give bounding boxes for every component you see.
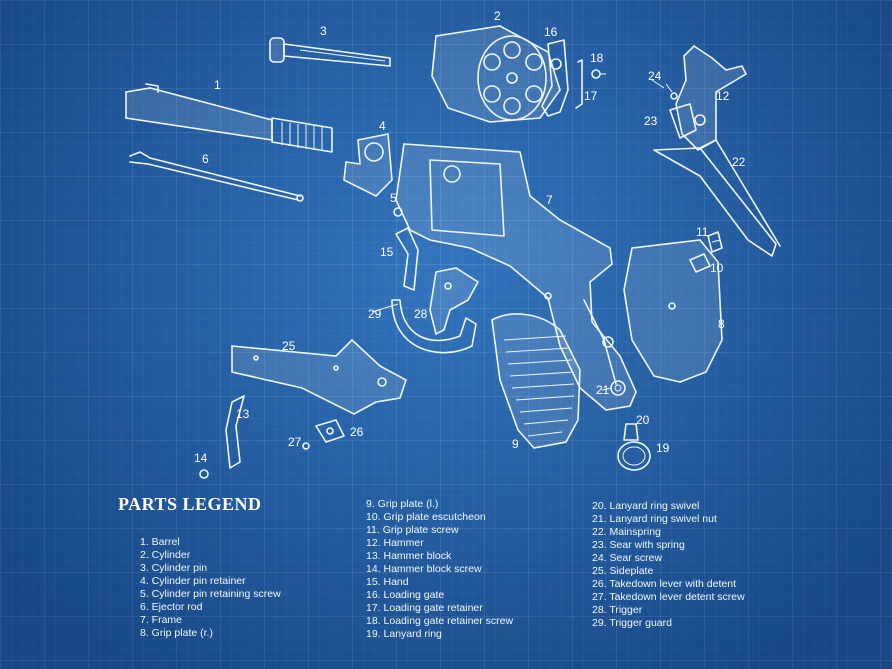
legend-item: 15. Hand: [366, 576, 409, 588]
part-loading-gate-retainer: [575, 59, 583, 109]
legend-item: 28. Trigger: [592, 604, 643, 616]
part-sideplate: [231, 338, 407, 415]
part-takedown-lever: [315, 419, 345, 443]
part-sear-with-spring: [669, 103, 697, 139]
callout-17: 17: [584, 89, 598, 103]
callout-19: 19: [656, 441, 670, 455]
callout-25: 25: [282, 339, 296, 353]
legend-item: 8. Grip plate (r.): [140, 627, 213, 639]
part-grip-plate-screw: [707, 231, 723, 253]
legend-column-2: 9. Grip plate (l.) 10. Grip plate escutc…: [366, 498, 513, 641]
callout-5: 5: [390, 191, 397, 205]
leader-lines: [371, 79, 665, 391]
legend-column-1: 1. Barrel 2. Cylinder 3. Cylinder pin 4.…: [140, 536, 281, 640]
legend-item: 23. Sear with spring: [592, 539, 685, 551]
part-loading-gate: [541, 39, 569, 117]
part-hammer-block: [225, 395, 245, 469]
legend-item: 2. Cylinder: [140, 549, 191, 561]
callout-7: 7: [546, 193, 553, 207]
legend-item: 12. Hammer: [366, 537, 424, 549]
part-loading-gate-retainer-screw: [591, 69, 606, 79]
legend-item: 10. Grip plate escutcheon: [366, 511, 486, 523]
part-grip-plate-escutcheon: [689, 253, 711, 273]
callout-4: 4: [379, 119, 386, 133]
callout-23: 23: [644, 114, 658, 128]
callout-9: 9: [512, 437, 519, 451]
legend-item: 11. Grip plate screw: [366, 524, 459, 536]
callout-10: 10: [710, 261, 724, 275]
legend-item: 5. Cylinder pin retaining screw: [140, 588, 281, 600]
legend-item: 21. Lanyard ring swivel nut: [592, 513, 717, 525]
legend-item: 1. Barrel: [140, 536, 180, 548]
part-cylinder-pin: [269, 37, 391, 67]
callout-1: 1: [214, 78, 221, 92]
callout-14: 14: [194, 451, 208, 465]
part-grip-plate-left: [491, 313, 581, 449]
callout-2: 2: [494, 9, 501, 23]
part-cylinder: [431, 25, 561, 123]
callout-18: 18: [590, 51, 604, 65]
part-takedown-lever-detent-screw: [302, 442, 310, 450]
legend-title: PARTS LEGEND: [118, 494, 262, 514]
legend-column-3: 20. Lanyard ring swivel 21. Lanyard ring…: [592, 500, 745, 630]
callout-8: 8: [718, 317, 725, 331]
legend-item: 14. Hammer block screw: [366, 563, 482, 575]
legend-item: 24. Sear screw: [592, 552, 663, 564]
part-sear-screw: [665, 83, 678, 100]
legend-item: 27. Takedown lever detent screw: [592, 591, 745, 603]
legend-item: 18. Loading gate retainer screw: [366, 615, 514, 627]
part-trigger-guard: [391, 299, 477, 354]
callout-28: 28: [414, 307, 428, 321]
callout-15: 15: [380, 245, 394, 259]
part-hand: [395, 227, 419, 291]
part-hammer: [675, 44, 748, 151]
part-lanyard-ring-swivel: [623, 423, 639, 441]
part-frame: [395, 143, 637, 411]
callout-24: 24: [648, 69, 662, 83]
part-ejector-rod: [129, 151, 304, 202]
part-mainspring: [653, 139, 781, 257]
callout-26: 26: [350, 425, 364, 439]
legend-item: 22. Mainspring: [592, 526, 661, 538]
legend-item: 3. Cylinder pin: [140, 562, 208, 574]
part-cylinder-pin-retainer: [343, 133, 393, 197]
callout-21: 21: [596, 383, 610, 397]
callout-22: 22: [732, 155, 746, 169]
callout-20: 20: [636, 413, 650, 427]
callout-12: 12: [716, 89, 730, 103]
legend-item: 6. Ejector rod: [140, 601, 203, 613]
legend-item: 9. Grip plate (l.): [366, 498, 439, 510]
callout-6: 6: [202, 152, 209, 166]
legend-item: 16. Loading gate: [366, 589, 445, 601]
part-hammer-block-screw: [199, 469, 209, 479]
legend-item: 26. Takedown lever with detent: [592, 578, 736, 590]
legend-item: 7. Frame: [140, 614, 183, 626]
part-trigger: [429, 267, 480, 336]
callout-16: 16: [544, 25, 558, 39]
callout-13: 13: [236, 407, 250, 421]
legend-item: 29. Trigger guard: [592, 617, 672, 629]
part-barrel: [125, 83, 333, 153]
callout-3: 3: [320, 24, 327, 38]
callout-27: 27: [288, 435, 302, 449]
legend-item: 19. Lanyard ring: [366, 628, 442, 640]
callout-11: 11: [696, 225, 709, 239]
legend-item: 4. Cylinder pin retainer: [140, 575, 246, 587]
legend-item: 17. Loading gate retainer: [366, 602, 483, 614]
part-lanyard-ring: [617, 441, 651, 471]
legend-item: 25. Sideplate: [592, 565, 654, 577]
legend-item: 20. Lanyard ring swivel: [592, 500, 700, 512]
callout-29: 29: [368, 307, 382, 321]
legend-item: 13. Hammer block: [366, 550, 452, 562]
part-grip-plate-right: [623, 239, 723, 383]
callout-labels: 1 2 3 4 5 6 7 8 9 10 11 12 13 14 15 16 1…: [194, 9, 746, 465]
